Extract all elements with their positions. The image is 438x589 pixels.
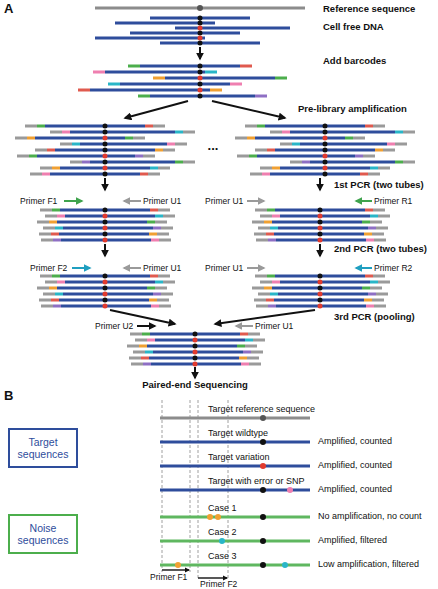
group-box: Noise sequences bbox=[8, 514, 78, 554]
primer-label: Primer F1 bbox=[20, 197, 57, 206]
sequence-label: Target wildtype bbox=[208, 429, 268, 438]
sequence-label: Case 2 bbox=[208, 528, 237, 537]
primer-label: Primer U1 bbox=[255, 322, 293, 331]
wildtype-bases bbox=[198, 64, 203, 99]
pre-library-tube bbox=[15, 124, 195, 177]
reference-base bbox=[260, 415, 266, 421]
dna-fragments bbox=[90, 66, 275, 96]
step-arrows bbox=[199, 47, 201, 59]
primer-label: Primer R1 bbox=[374, 197, 412, 206]
primer-label: Primer U2 bbox=[95, 322, 133, 331]
sequence-label: Target with error or SNP bbox=[208, 477, 305, 486]
ellipsis: ... bbox=[208, 139, 219, 152]
barcode-segments bbox=[78, 66, 252, 90]
primer-label: Primer U1 bbox=[205, 197, 243, 206]
primer-arrow bbox=[356, 267, 372, 269]
primer-arrow bbox=[124, 267, 141, 269]
sequence-label: Target reference sequence bbox=[208, 405, 315, 414]
reference-line bbox=[160, 417, 310, 420]
error-bases bbox=[287, 487, 293, 493]
step-label: Cell free DNA bbox=[323, 22, 384, 32]
primer-label: Primer U1 bbox=[205, 264, 243, 273]
barcode-segments bbox=[255, 95, 267, 98]
step-label: 2nd PCR (two tubes) bbox=[334, 244, 427, 254]
step-label: 1st PCR (two tubes) bbox=[334, 180, 424, 190]
outcome-label: Amplified, counted bbox=[318, 461, 392, 470]
sequence-label: Case 1 bbox=[208, 504, 237, 513]
step-label: Add barcodes bbox=[323, 56, 386, 66]
pcr2-tube bbox=[37, 274, 175, 309]
outcome-label: Low amplification, filtered bbox=[318, 560, 419, 569]
primer-arrow bbox=[247, 267, 264, 269]
primer-arrow bbox=[124, 200, 141, 202]
step-label: 3rd PCR (pooling) bbox=[334, 312, 415, 322]
primer-label: Primer U1 bbox=[143, 197, 181, 206]
step-arrows bbox=[212, 101, 285, 118]
primer-label: Primer R2 bbox=[374, 264, 412, 273]
noise-sequence-lines bbox=[160, 517, 310, 565]
pcr1-tube bbox=[252, 208, 390, 243]
pcr1-tube bbox=[37, 208, 175, 243]
pcr2-tube bbox=[252, 274, 390, 309]
barcode-segments bbox=[93, 72, 242, 84]
step-arrows bbox=[319, 244, 321, 256]
primer-arrow bbox=[72, 267, 90, 269]
step-arrows bbox=[104, 178, 106, 190]
outcome-label: Amplified, counted bbox=[318, 437, 392, 446]
outcome-label: No amplification, no count bbox=[318, 512, 422, 521]
reference-base bbox=[197, 5, 203, 11]
target-sequence-lines bbox=[160, 442, 310, 490]
primer-label: Primer F1 bbox=[150, 573, 187, 582]
outcome-label: Amplified, filtered bbox=[318, 536, 387, 545]
barcode-segments bbox=[153, 78, 222, 90]
group-title: Noise sequences bbox=[12, 522, 74, 546]
sequence-label: Case 3 bbox=[208, 552, 237, 561]
wildtype-bases bbox=[198, 16, 203, 46]
step-label: Paired-end Sequencing bbox=[142, 380, 248, 390]
step-label: Reference sequence bbox=[323, 4, 415, 14]
panel-letter: B bbox=[4, 389, 13, 402]
primer-arrow bbox=[162, 569, 189, 570]
primer-label: Primer U1 bbox=[143, 264, 181, 273]
group-title: Target sequences bbox=[12, 436, 74, 460]
step-arrows bbox=[125, 101, 188, 118]
group-box: Target sequences bbox=[8, 428, 78, 468]
step-arrows bbox=[319, 178, 321, 190]
primer-arrow bbox=[356, 200, 372, 202]
pre-library-tube bbox=[235, 124, 415, 177]
primer-label: Primer F2 bbox=[30, 264, 67, 273]
panel-letter: A bbox=[4, 2, 13, 15]
pooled-pcr bbox=[127, 332, 265, 367]
primer-arrow bbox=[198, 577, 227, 578]
cfdna-fragments bbox=[95, 18, 290, 43]
primer-label: Primer F2 bbox=[200, 580, 237, 589]
variant-bases bbox=[198, 26, 203, 41]
primer-arrow bbox=[64, 200, 82, 202]
step-arrows bbox=[104, 244, 106, 256]
step-label: Pre-library amplification bbox=[298, 104, 407, 114]
outcome-label: Amplified, counted bbox=[318, 485, 392, 494]
step-arrows bbox=[194, 367, 196, 378]
primer-arrow bbox=[137, 325, 155, 327]
primer-arrow bbox=[236, 325, 253, 327]
primer-arrow bbox=[247, 200, 264, 202]
variant-bases bbox=[198, 76, 203, 93]
sequence-label: Target variation bbox=[208, 453, 270, 462]
variant-bases bbox=[260, 463, 266, 469]
